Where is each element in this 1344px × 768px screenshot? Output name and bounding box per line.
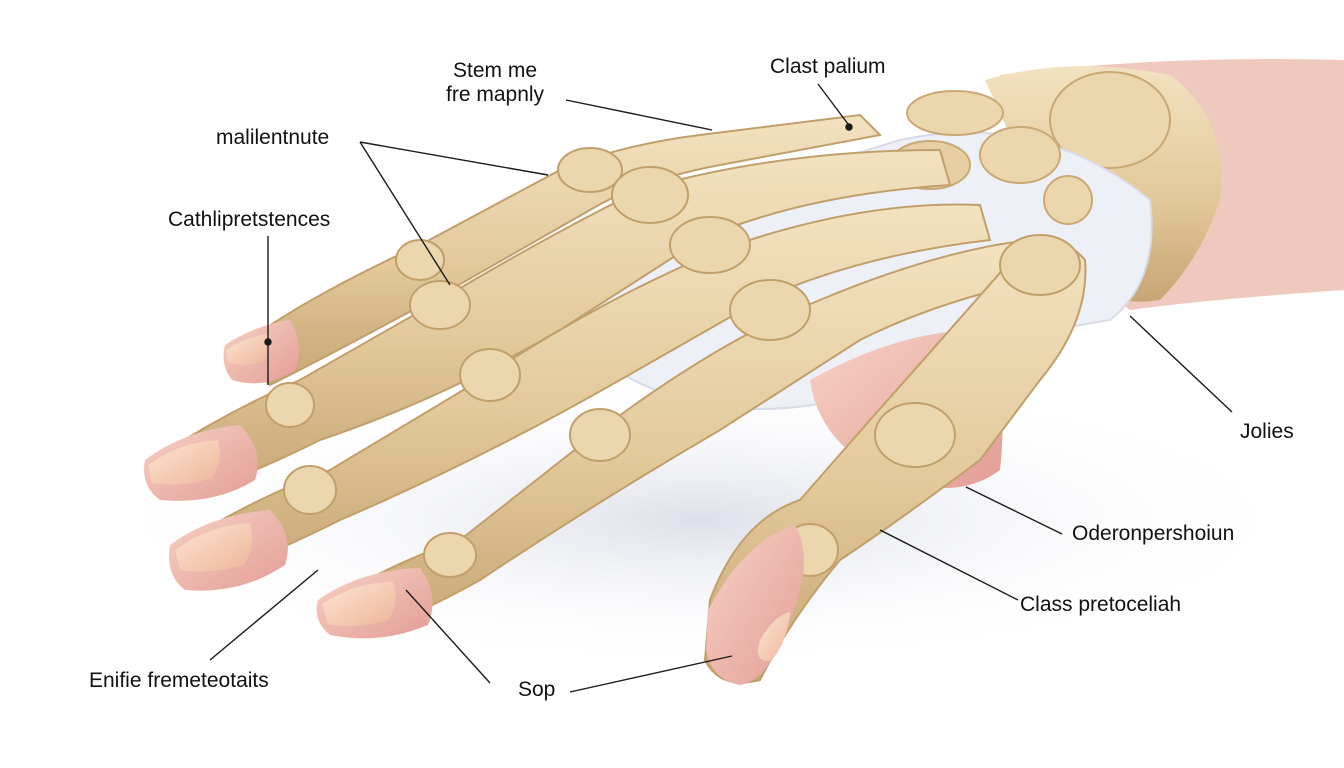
- label-jolies: Jolies: [1240, 420, 1294, 443]
- leader-sop-b: [569, 655, 733, 693]
- leader-clast-palium: [817, 83, 849, 125]
- leader-malilentnute-a: [359, 141, 549, 176]
- leader-sop-a: [405, 589, 491, 684]
- finger-ring: [169, 203, 992, 591]
- finger-index: [223, 113, 883, 387]
- leader-malilentnute-b: [359, 141, 451, 286]
- label-oderonpershoiun: Oderonpershoiun: [1072, 522, 1235, 545]
- label-stem-me: Stem me fre mapnly: [446, 59, 544, 107]
- thumb: [703, 234, 1087, 685]
- leader-class-pretoceliah: [879, 529, 1019, 601]
- label-class-pretoceliah: Class pretoceliah: [1020, 593, 1182, 616]
- label-malilentnute: malilentnute: [216, 126, 330, 149]
- label-stem-me-line2: fre mapnly: [446, 83, 545, 106]
- leader-jolies: [1129, 315, 1233, 413]
- label-stem-me-line1: Stem me: [453, 59, 538, 82]
- finger-little: [316, 238, 1042, 639]
- label-enifie: Enifie fremeteotaits: [89, 669, 269, 692]
- label-clast-palium: Clast palium: [770, 55, 886, 78]
- leader-lines: [209, 83, 1233, 693]
- leader-oderonpershoiun: [965, 486, 1063, 535]
- forearm: [985, 59, 1344, 310]
- leader-enifie: [209, 569, 319, 661]
- label-sop: Sop: [518, 678, 556, 701]
- leader-stem-me: [565, 99, 713, 131]
- finger-middle: [144, 148, 952, 501]
- label-cathlipretstences: Cathlipretstences: [168, 208, 331, 231]
